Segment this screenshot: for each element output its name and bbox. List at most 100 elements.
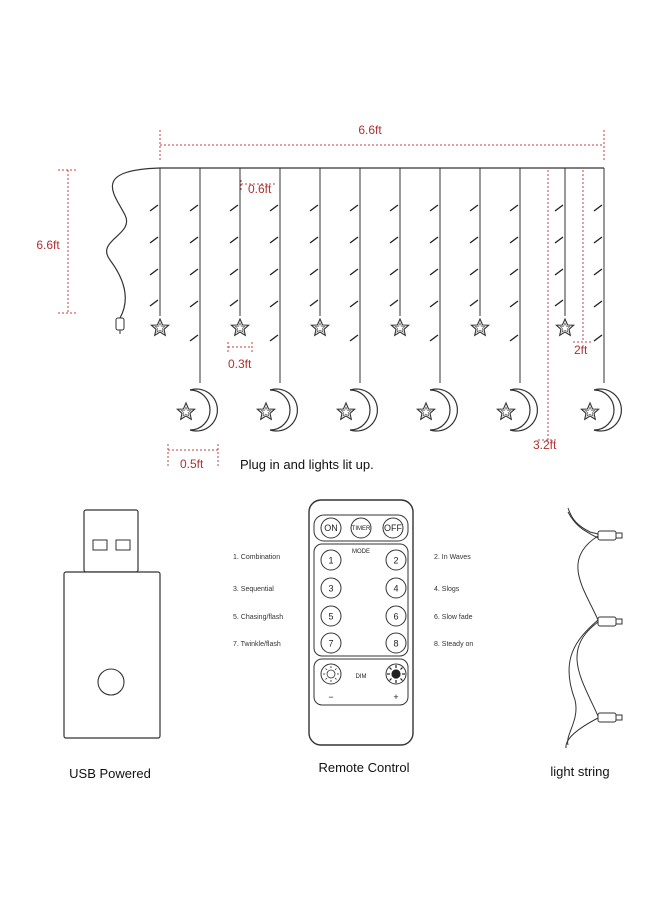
bulb-icon [149,268,159,276]
bulb-icon [229,299,239,307]
mode-4-button[interactable]: 4 [385,577,407,599]
off-button[interactable]: OFF [382,517,404,539]
bulb-icon [554,299,564,307]
svg-text:ON: ON [324,523,338,533]
bulb-icon [269,334,279,342]
dim-up-button[interactable] [385,663,407,685]
star-icon [416,402,436,420]
dim-label: DIM [356,674,367,680]
width-dimension: 6.6ft [159,123,605,160]
mode-number-label: 7 [328,639,333,649]
mode-8-button[interactable]: 8 [385,632,407,654]
mode-number-label: 1 [328,556,333,566]
spacing-dimension: 0.6ft [240,180,275,196]
bulb-icon [269,204,279,212]
remote-caption: Remote Control [318,760,409,775]
mode-4: 4. Slogs [434,586,460,593]
timer-button[interactable]: TIMER [350,517,372,539]
bulb-icon [349,236,359,244]
sun-outline-icon [323,666,339,682]
moon-size-dimension: 0.5ft [167,444,219,471]
sun-filled-icon [387,665,405,683]
strands [149,168,623,432]
star-icon [150,318,170,336]
mode-7: 7. Twinkle/flash [233,641,281,648]
bulb-icon [509,204,519,212]
height-dimension: 6.6ft [36,169,78,314]
mode-1-button[interactable]: 1 [320,549,342,571]
plus-label: + [393,692,398,702]
bulb-icon [597,530,623,541]
bulb-icon [189,236,199,244]
dim-down-button[interactable] [320,663,342,685]
mode-5-button[interactable]: 5 [320,605,342,627]
star-icon [176,402,196,420]
mode-2-button[interactable]: 2 [385,549,407,571]
bulb-icon [554,268,564,276]
length-dimensions: 3.2ft 2ft [533,170,593,452]
bulb-icon [389,236,399,244]
bulb-icon [429,334,439,342]
svg-text:OFF: OFF [384,523,402,533]
bulb-icon [309,299,319,307]
bulb-icon [509,334,519,342]
mode-6-button[interactable]: 6 [385,605,407,627]
star-icon [256,402,276,420]
minus-label: − [328,692,333,702]
bulb-icon [593,204,603,212]
short-strand-label: 2ft [574,343,588,357]
star-size-label: 0.3ft [228,357,252,371]
mode-6: 6. Slow fade [434,614,473,621]
mode-2: 2. In Waves [434,554,471,561]
bulb-icon [469,204,479,212]
on-button[interactable]: ON [320,517,342,539]
plug-in-caption: Plug in and lights lit up. [240,457,374,472]
bulb-icon [469,299,479,307]
mode-3: 3. Sequential [233,586,274,593]
bulb-icon [389,299,399,307]
bulb-icon [269,300,279,308]
bulb-icon [229,236,239,244]
mode-number-label: 5 [328,612,333,622]
light-string [565,507,623,749]
string-caption: light string [550,764,609,779]
bulb-icon [229,268,239,276]
usb-caption: USB Powered [69,766,151,781]
bulb-icon [189,204,199,212]
power-cable [106,167,161,334]
bulb-icon [149,299,159,307]
spacing-label: 0.6ft [248,182,272,196]
star-icon [390,318,410,336]
bulb-icon [189,268,199,276]
mode-number-label: 6 [393,612,398,622]
bulb-icon [389,268,399,276]
bulb-icon [429,268,439,276]
mode-7-button[interactable]: 7 [320,632,342,654]
bulb-icon [309,268,319,276]
usb-led-icon [97,668,125,696]
bulb-icon [349,204,359,212]
star-icon [230,318,250,336]
moon-size-label: 0.5ft [180,457,204,471]
bulb-icon [509,268,519,276]
star-icon [310,318,330,336]
bulb-icon [469,268,479,276]
height-label: 6.6ft [36,238,60,252]
bulb-icon [189,300,199,308]
star-icon [580,402,600,420]
bulb-icon [593,236,603,244]
mode-number-label: 4 [393,584,398,594]
mode-list-left: 1. Combination 3. Sequential 5. Chasing/… [233,554,283,648]
svg-text:TIMER: TIMER [352,526,371,532]
bulb-icon [597,616,623,627]
mode-8: 8. Steady on [434,641,473,648]
bulb-icon [509,300,519,308]
long-strand-label: 3.2ft [533,438,557,452]
bulb-icon [593,300,603,308]
bulb-icon [149,236,159,244]
mode-3-button[interactable]: 3 [320,577,342,599]
bulb-icon [509,236,519,244]
bulb-icon [349,334,359,342]
